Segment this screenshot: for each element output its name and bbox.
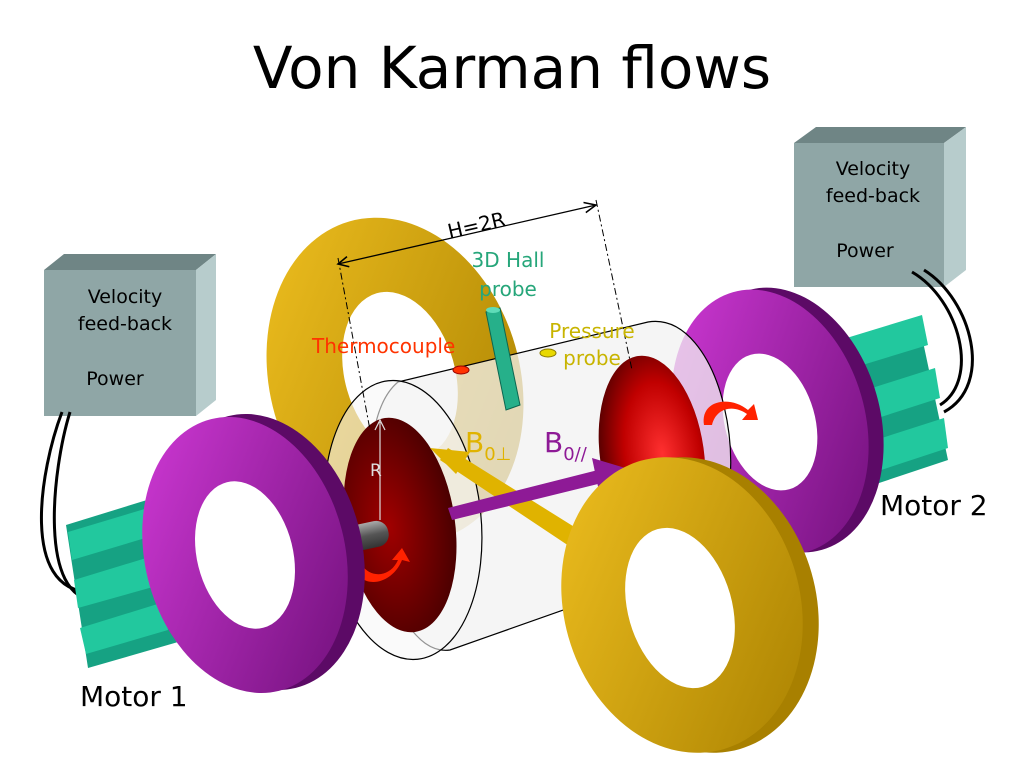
left-box-line2: feed-back — [78, 313, 172, 335]
left-rotation-arrow — [354, 548, 410, 582]
hall-probe — [485, 307, 521, 411]
left-control-box: Velocity feed-back Power — [44, 254, 216, 416]
right-control-box: Velocity feed-back Power — [794, 127, 966, 287]
hall-probe-label-line1: 3D Hall — [472, 248, 545, 272]
radius-marker: R — [370, 418, 386, 520]
motor2-label: Motor 2 — [880, 489, 988, 522]
b-perp-arrow — [430, 448, 608, 560]
pressure-label-line2: probe — [563, 346, 621, 370]
pressure-label-line1: Pressure — [549, 319, 634, 343]
coil-purple-left — [142, 414, 365, 693]
radius-label: R — [370, 461, 382, 481]
b-parallel-label: B0// — [544, 426, 588, 465]
coil-gold-front — [561, 457, 819, 753]
pressure-marker — [539, 348, 557, 358]
right-rotation-arrow — [703, 401, 758, 425]
b-perp-label: B0⊥ — [465, 426, 511, 465]
dimension-label: H=2R — [445, 207, 507, 244]
thermocouple-marker — [452, 365, 470, 375]
left-box-line3: Power — [86, 368, 144, 390]
slide-title: Von Karman flows — [252, 34, 772, 102]
right-box-line2: feed-back — [826, 185, 920, 207]
hall-probe-label-line2: probe — [479, 277, 537, 301]
thermocouple-label: Thermocouple — [311, 334, 455, 358]
right-box-line3: Power — [836, 240, 894, 262]
left-box-line1: Velocity — [88, 286, 163, 308]
right-box-line1: Velocity — [836, 158, 911, 180]
motor1-label: Motor 1 — [80, 680, 188, 713]
right-wires — [911, 268, 974, 414]
